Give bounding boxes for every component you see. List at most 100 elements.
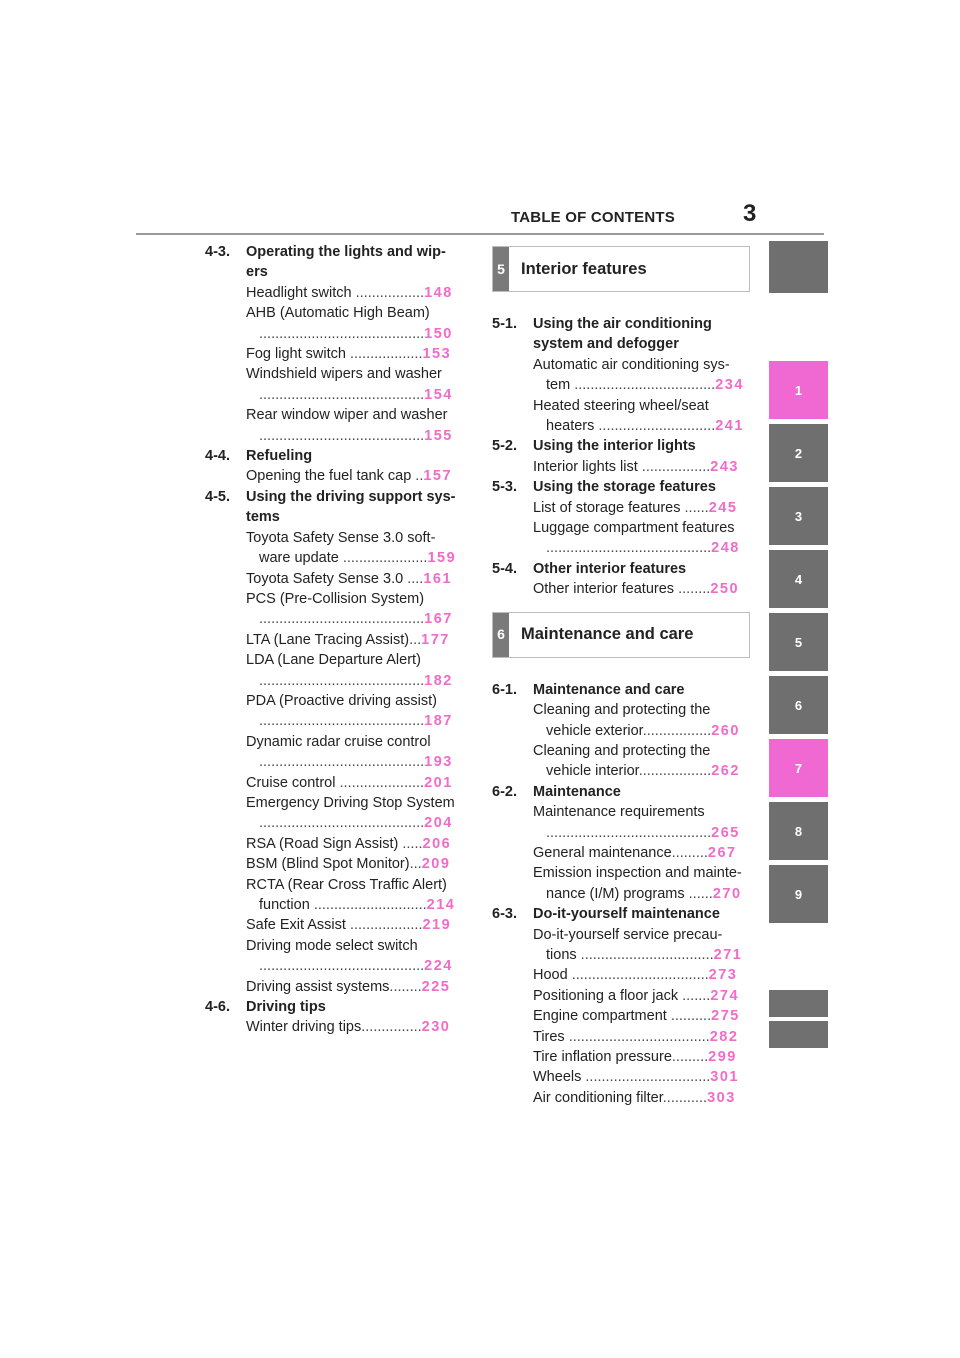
entry-page-number[interactable]: 225	[421, 978, 451, 995]
chapter-tab-index[interactable]	[769, 990, 828, 1017]
entry-page-number[interactable]: 265	[711, 824, 740, 841]
chapter-tab-3[interactable]: 3	[769, 487, 828, 545]
section-heading[interactable]: 6-1.Maintenance and care	[492, 680, 750, 700]
entry-page-number[interactable]: 273	[708, 967, 738, 984]
entry-page-number[interactable]: 177	[421, 631, 450, 648]
toc-entry[interactable]: Safe Exit Assist ..................219	[205, 915, 467, 935]
entry-page-number[interactable]: 271	[713, 946, 743, 963]
toc-entry[interactable]: RCTA (Rear Cross Traffic Alert)function …	[205, 875, 467, 916]
chapter-tab-2[interactable]: 2	[769, 424, 828, 482]
section-heading[interactable]: 5-4.Other interior features	[492, 559, 750, 579]
entry-page-number[interactable]: 241	[715, 418, 744, 435]
toc-entry[interactable]: Toyota Safety Sense 3.0 soft-ware update…	[205, 528, 467, 569]
entry-page-number[interactable]: 267	[707, 844, 737, 861]
entry-page-number[interactable]: 230	[421, 1019, 451, 1036]
toc-entry[interactable]: Positioning a floor jack .......274	[492, 986, 750, 1006]
entry-page-number[interactable]: 153	[422, 346, 452, 363]
toc-entry[interactable]: Emission inspection and mainte-nance (I/…	[492, 863, 750, 904]
toc-entry[interactable]: Rear window wiper and washer............…	[205, 405, 467, 446]
toc-entry[interactable]: Air conditioning filter...........303	[492, 1088, 750, 1108]
chapter-tab-5[interactable]: 5	[769, 613, 828, 671]
toc-entry[interactable]: Cruise control .....................201	[205, 773, 467, 793]
section-heading[interactable]: 5-2.Using the interior lights	[492, 436, 750, 456]
toc-entry[interactable]: LTA (Lane Tracing Assist)...177	[205, 630, 467, 650]
entry-page-number[interactable]: 209	[421, 856, 451, 873]
entry-page-number[interactable]: 270	[712, 885, 742, 902]
section-heading[interactable]: 6-3.Do-it-yourself maintenance	[492, 904, 750, 924]
toc-entry[interactable]: Tires ..................................…	[492, 1027, 750, 1047]
toc-entry[interactable]: RSA (Road Sign Assist) .....206	[205, 834, 467, 854]
chapter-tab-4[interactable]: 4	[769, 550, 828, 608]
toc-entry[interactable]: Driving mode select switch..............…	[205, 936, 467, 977]
entry-page-number[interactable]: 245	[708, 499, 738, 516]
entry-page-number[interactable]: 248	[711, 540, 740, 557]
chapter-5-header[interactable]: 5 Interior features	[492, 246, 750, 292]
toc-entry[interactable]: Winter driving tips...............230	[205, 1017, 467, 1037]
toc-entry[interactable]: Headlight switch .................148	[205, 283, 467, 303]
toc-entry[interactable]: Tire inflation pressure.........299	[492, 1047, 750, 1067]
entry-page-number[interactable]: 234	[715, 377, 744, 394]
entry-page-number[interactable]: 157	[423, 468, 453, 485]
toc-entry[interactable]: Engine compartment ..........275	[492, 1006, 750, 1026]
chapter-6-header[interactable]: 6 Maintenance and care	[492, 611, 750, 658]
entry-page-number[interactable]: 167	[424, 611, 453, 628]
entry-page-number[interactable]: 250	[710, 581, 740, 598]
toc-entry[interactable]: BSM (Blind Spot Monitor)...209	[205, 854, 467, 874]
entry-page-number[interactable]: 282	[709, 1028, 739, 1045]
section-heading[interactable]: 6-2.Maintenance	[492, 782, 750, 802]
toc-entry[interactable]: LDA (Lane Departure Alert)..............…	[205, 650, 467, 691]
entry-page-number[interactable]: 303	[707, 1089, 736, 1106]
toc-entry[interactable]: Automatic air conditioning sys-tem .....…	[492, 355, 750, 396]
toc-entry[interactable]: Dynamic radar cruise control............…	[205, 732, 467, 773]
toc-entry[interactable]: Driving assist systems........225	[205, 977, 467, 997]
entry-page-number[interactable]: 182	[424, 672, 453, 689]
section-heading[interactable]: 5-3.Using the storage features	[492, 477, 750, 497]
toc-entry[interactable]: Windshield wipers and washer............…	[205, 364, 467, 405]
entry-page-number[interactable]: 301	[710, 1069, 739, 1086]
chapter-tab-alphabetical-index[interactable]	[769, 1021, 828, 1048]
toc-entry[interactable]: Emergency Driving Stop System...........…	[205, 793, 467, 834]
entry-page-number[interactable]: 187	[424, 713, 453, 730]
entry-page-number[interactable]: 159	[427, 550, 457, 567]
toc-entry[interactable]: Toyota Safety Sense 3.0 ....161	[205, 569, 467, 589]
toc-entry[interactable]: AHB (Automatic High Beam)...............…	[205, 303, 467, 344]
entry-page-number[interactable]: 243	[710, 458, 739, 475]
chapter-tab-6[interactable]: 6	[769, 676, 828, 734]
entry-page-number[interactable]: 299	[708, 1049, 737, 1065]
toc-entry[interactable]: PDA (Proactive driving assist)..........…	[205, 691, 467, 732]
toc-entry[interactable]: Other interior features ........250	[492, 579, 750, 599]
entry-page-number[interactable]: 274	[710, 987, 740, 1004]
entry-page-number[interactable]: 201	[424, 774, 453, 791]
entry-page-number[interactable]: 155	[424, 427, 453, 444]
section-heading[interactable]: 4-5.Using the driving support sys-tems	[205, 487, 467, 528]
entry-page-number[interactable]: 262	[711, 763, 740, 780]
entry-page-number[interactable]: 224	[424, 958, 453, 975]
toc-entry[interactable]: Fog light switch ..................153	[205, 344, 467, 364]
entry-page-number[interactable]: 275	[711, 1008, 740, 1025]
toc-entry[interactable]: List of storage features ......245	[492, 498, 750, 518]
section-heading[interactable]: 4-6.Driving tips	[205, 997, 467, 1017]
entry-page-number[interactable]: 214	[426, 897, 456, 913]
entry-page-number[interactable]: 219	[422, 917, 452, 934]
toc-entry[interactable]: Maintenance requirements................…	[492, 802, 750, 843]
entry-page-number[interactable]: 206	[422, 835, 452, 852]
chapter-tab-8[interactable]: 8	[769, 802, 828, 860]
entry-page-number[interactable]: 260	[711, 722, 740, 739]
entry-page-number[interactable]: 193	[424, 754, 453, 771]
chapter-tab-contents[interactable]	[769, 241, 828, 293]
section-heading[interactable]: 4-4.Refueling	[205, 446, 467, 466]
toc-entry[interactable]: Wheels ...............................30…	[492, 1067, 750, 1087]
entry-page-number[interactable]: 148	[424, 284, 453, 301]
toc-entry[interactable]: General maintenance.........267	[492, 843, 750, 863]
toc-entry[interactable]: PCS (Pre-Collision System)..............…	[205, 589, 467, 630]
toc-entry[interactable]: Opening the fuel tank cap ..157	[205, 466, 467, 486]
toc-entry[interactable]: Interior lights list .................24…	[492, 457, 750, 477]
entry-page-number[interactable]: 150	[424, 325, 453, 342]
entry-page-number[interactable]: 154	[424, 386, 453, 403]
chapter-tab-7[interactable]: 7	[769, 739, 828, 797]
section-heading[interactable]: 4-3.Operating the lights and wip- ers	[205, 242, 467, 283]
